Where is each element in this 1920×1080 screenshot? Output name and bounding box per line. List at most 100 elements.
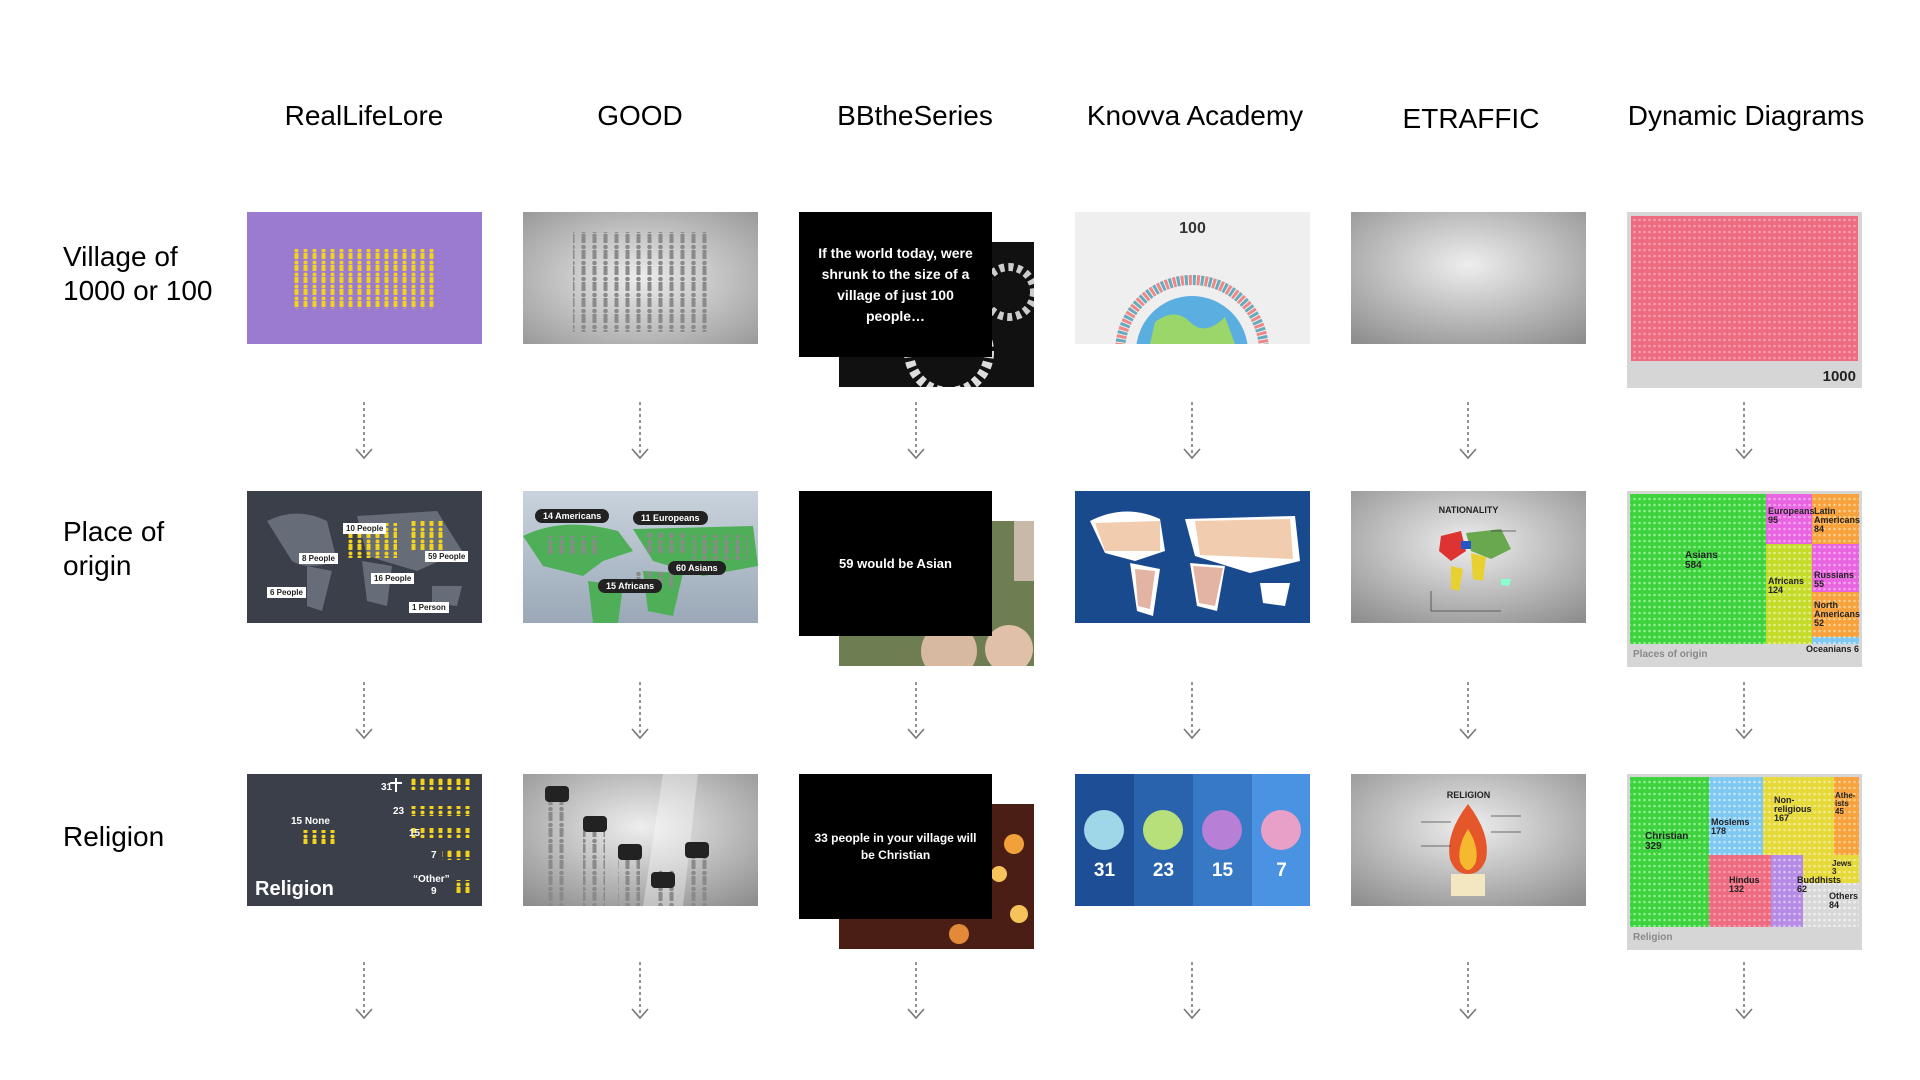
dd-religion-footer: Religion xyxy=(1633,932,1673,943)
down-arrow-icon xyxy=(1180,962,1204,1022)
thumb-etraffic-religion: RELIGION xyxy=(1351,774,1586,906)
thumb-good-origin: 14 Americans 11 Europeans 60 Asians 15 A… xyxy=(523,491,758,623)
column-header-good: GOOD xyxy=(597,100,683,131)
row-header-religion: Religion xyxy=(63,820,164,854)
knovva-religion-value-2: 23 xyxy=(1152,860,1175,881)
dd-religion-christian: Christian 329 xyxy=(1645,832,1688,852)
rll-religion-23: 23 xyxy=(393,806,405,817)
dd-origin-europeans: Europeans 95 xyxy=(1768,507,1815,525)
dd-religion-hindus-value: 132 xyxy=(1729,884,1745,894)
thumb-dynamic-origin: Asians 584 Europeans 95 Latin Americans … xyxy=(1627,491,1862,667)
dd-religion-christian-label: Christian xyxy=(1645,831,1689,842)
column-header-reallifelore: RealLifeLore xyxy=(284,100,444,131)
thumb-etraffic-village xyxy=(1351,212,1586,344)
column-header-etraffic: ETRAFFIC xyxy=(1402,103,1540,134)
dd-religion-buddhists-label: Buddhists xyxy=(1797,875,1841,885)
row-header-origin: Place of origin xyxy=(63,515,164,583)
thumb-reallifelore-origin: 10 People 8 People 59 People 16 People 6… xyxy=(247,491,482,623)
rll-tag-10: 10 People xyxy=(343,523,387,534)
dd-religion-nonrel-label: Non-religious xyxy=(1774,795,1812,814)
knovva-religion-cell-3: 15 xyxy=(1193,774,1252,906)
dd-origin-oceanians: Oceanians 6 xyxy=(1805,644,1859,654)
dd-religion-buddhists-value: 62 xyxy=(1797,884,1808,894)
bb-religion-caption: 33 people in your village will be Christ… xyxy=(799,774,992,919)
dd-origin-footer: Places of origin xyxy=(1633,649,1708,660)
good-pill-americans: 14 Americans xyxy=(535,509,610,523)
dd-religion-others-label: Others xyxy=(1829,891,1859,901)
thumb-dynamic-village: 1000 xyxy=(1627,212,1862,388)
knovva-religion-cell-2: 23 xyxy=(1134,774,1193,906)
dd-origin-north-label: North Americans xyxy=(1814,600,1861,619)
people-grid-icon xyxy=(293,249,436,309)
down-arrow-icon xyxy=(1180,682,1204,742)
dd-religion-moslems-value: 178 xyxy=(1711,826,1727,836)
thumb-reallifelore-village xyxy=(247,212,482,344)
dd-religion-others-value: 84 xyxy=(1829,900,1840,910)
rll-tag-6: 6 People xyxy=(267,587,306,598)
dd-origin-asians-label: Asians xyxy=(1685,550,1718,561)
dd-origin-latin: Latin Americans 84 xyxy=(1814,506,1861,534)
knovva-religion-cell-4: 7 xyxy=(1252,774,1310,906)
thumb-reallifelore-religion: 15 None 31 23 15 7 “Other” 9 Religion xyxy=(247,774,482,906)
row-header-religion-line1: Religion xyxy=(63,821,165,852)
row-header-origin-line2: origin xyxy=(63,550,132,581)
dd-religion-buddhists: Buddhists 62 xyxy=(1797,876,1841,894)
church-icon xyxy=(1084,810,1124,850)
rll-tag-8: 8 People xyxy=(299,553,338,564)
rll-tag-59: 59 People xyxy=(425,551,469,562)
dynamic-village-number: 1000 xyxy=(1822,368,1856,385)
dd-origin-asians: Asians 584 xyxy=(1685,551,1718,571)
rll-tag-1: 1 Person xyxy=(409,602,449,613)
column-header-knovva-academy: Knovva Academy xyxy=(1086,100,1304,131)
dd-origin-russians-value: 55 xyxy=(1814,579,1825,589)
dd-origin-asians-value: 584 xyxy=(1685,560,1702,571)
dd-origin-europeans-value: 95 xyxy=(1768,515,1779,525)
down-arrow-icon xyxy=(1732,682,1756,742)
knovva-religion-value-3: 15 xyxy=(1211,860,1234,881)
row-header-village: Village of 1000 or 100 xyxy=(63,240,212,308)
dd-religion-jews: Jews 3 xyxy=(1832,860,1852,876)
thumb-bbtheseries-religion: 33 people in your village will be Christ… xyxy=(799,774,1034,950)
down-arrow-icon xyxy=(352,962,376,1022)
column-header-dynamic-diagrams: Dynamic Diagrams xyxy=(1627,100,1865,131)
knovva-religion-value-4: 7 xyxy=(1276,860,1287,881)
dd-religion-atheists-value: 45 xyxy=(1835,807,1844,816)
treemap-origin-icon xyxy=(1630,494,1859,644)
down-arrow-icon xyxy=(904,962,928,1022)
elephant-icon xyxy=(1202,810,1242,850)
down-arrow-icon xyxy=(628,962,652,1022)
nationality-map-icon xyxy=(1351,491,1586,623)
dd-religion-nonrel: Non-religious 167 xyxy=(1774,796,1829,823)
dd-origin-latin-label: Latin Americans xyxy=(1814,506,1861,525)
dd-origin-russians: Russians 55 xyxy=(1814,571,1854,589)
dd-religion-nonrel-value: 167 xyxy=(1774,813,1790,823)
dd-origin-europeans-label: Europeans xyxy=(1768,506,1815,516)
dd-religion-others: Others 84 xyxy=(1829,892,1858,910)
religion-symbols-icon xyxy=(523,774,758,906)
etraffic-origin-title: NATIONALITY xyxy=(1438,505,1499,515)
bb-origin-caption: 59 would be Asian xyxy=(799,491,992,636)
down-arrow-icon xyxy=(1732,962,1756,1022)
dd-religion-atheists: Athe-ists 45 xyxy=(1835,792,1859,816)
religion-pictogram-icon xyxy=(299,778,471,894)
rll-religion-title: Religion xyxy=(255,878,334,900)
down-arrow-icon xyxy=(1456,962,1480,1022)
blank-slide-icon xyxy=(1351,212,1586,344)
rll-religion-15: 15 xyxy=(409,828,421,839)
globe-icon xyxy=(1075,212,1310,344)
thumb-bbtheseries-origin: 59 would be Asian xyxy=(799,491,1034,667)
thumb-good-religion xyxy=(523,774,758,906)
dd-origin-africans-label: Africans xyxy=(1768,576,1805,586)
dd-origin-russians-label: Russians xyxy=(1814,570,1855,580)
thumb-knovva-religion: 31 23 15 7 xyxy=(1075,774,1310,906)
treemap-religion-icon xyxy=(1630,777,1859,927)
people-grid-icon xyxy=(523,212,758,344)
dd-religion-hindus-label: Hindus xyxy=(1729,875,1760,885)
mosque-icon xyxy=(1143,810,1183,850)
row-header-village-line1: Village of xyxy=(63,241,178,272)
knovva-religion-value-1: 31 xyxy=(1093,860,1116,881)
etraffic-religion-title: RELIGION xyxy=(1446,790,1491,800)
dd-religion-hindus: Hindus 132 xyxy=(1729,876,1760,894)
down-arrow-icon xyxy=(1732,402,1756,462)
rll-religion-other: “Other” xyxy=(413,874,450,885)
